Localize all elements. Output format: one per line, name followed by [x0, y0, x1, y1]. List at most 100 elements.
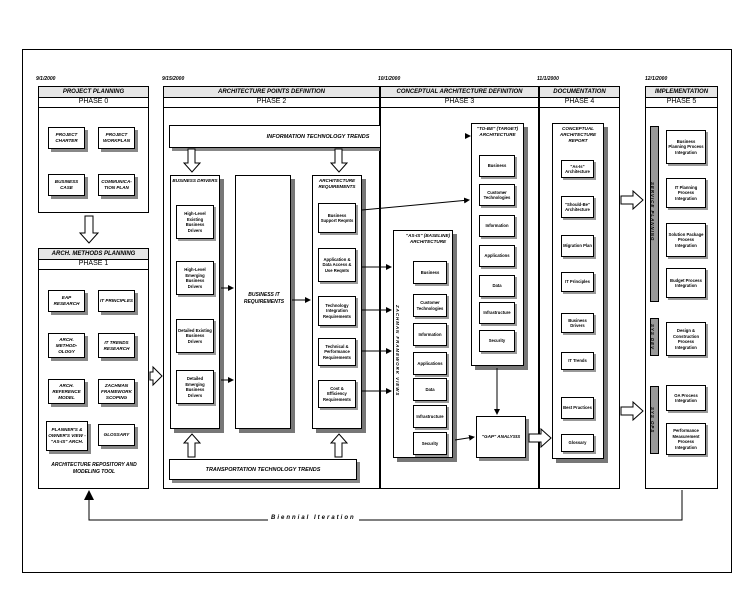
right-arrow [620, 189, 644, 211]
glossary-box: GLOSSARY [98, 424, 135, 446]
up-arrow [182, 433, 202, 458]
zachman-framework-box: ZACHMAN FRAMEWORK SCOPING [98, 379, 135, 404]
driver-box: High-Level Emerging Business Drivers [176, 261, 214, 295]
phase0-title: PHASE 0 [39, 97, 148, 108]
communication-plan-box: COMMUNICA-TION PLAN [98, 174, 135, 196]
sys-dev-label: SYS DEV [650, 323, 655, 351]
integration-item: Performance Measurement Process Integrat… [666, 423, 706, 455]
phase0-column: PROJECT PLANNING PHASE 0 PROJECT CHARTER… [38, 86, 149, 213]
phase3-title: PHASE 3 [381, 97, 538, 108]
phase2-header: ARCHITECTURE POINTS DEFINITION [164, 87, 379, 98]
arch-reference-model-box: ARCH. REFERENCE MODEL [48, 379, 85, 404]
driver-box: Detailed Emerging Business Drivers [176, 370, 214, 404]
to-be-title: "TO-BE" (TARGET) ARCHITECTURE [476, 126, 519, 137]
business-it-requirements-panel: BUSINESS IT REQUIREMENTS [235, 175, 291, 429]
business-drivers-title: BUSINESS DRIVERS [172, 178, 218, 183]
report-item: Best Practices [561, 397, 594, 419]
it-trends-research-box: IT TRENDS RESEARCH [98, 333, 135, 358]
zachman-views-label: ZACHMAN FRAMEWORK VIEWS [395, 305, 400, 397]
iteration-loop [88, 490, 683, 521]
service-planning-label: SERVICE PLANNING [650, 182, 655, 242]
phase1-header: ARCH. METHODS PLANNING [39, 249, 148, 260]
as-is-item: Infrastructure [413, 405, 447, 428]
to-be-item: Information [479, 215, 515, 237]
integration-item: IT Planning Process Integration [666, 178, 706, 208]
repository-label: ARCHITECTURE REPOSITORY AND MODELING TOO… [51, 462, 137, 475]
to-be-item: Customer Technologies [479, 184, 515, 206]
report-item: "Should-Be" Architecture [561, 196, 594, 218]
project-workplan-box: PROJECT WORKPLAN [98, 127, 135, 149]
date-label: 9/1/2000 [36, 76, 56, 82]
planners-owners-view-box: PLANNER'S & OWNER'S VIEW - "AS-IS" ARCH. [46, 421, 88, 451]
report-item: IT Principles [561, 272, 594, 292]
as-is-item: Applications [413, 352, 447, 375]
sys-ops-bar [650, 386, 659, 454]
driver-box: High-Level Existing Business Drivers [176, 205, 214, 239]
sys-ops-label: SYS OPS [650, 406, 655, 434]
to-be-item: Infrastructure [479, 302, 515, 324]
arch-methodology-box: ARCH. METHOD-OLOGY [48, 333, 85, 358]
business-case-box: BUSINESS CASE [48, 174, 85, 196]
requirement-box: Application & Data Access & Use Reqmts [318, 248, 356, 282]
as-is-item: Security [413, 432, 447, 455]
it-principles-box: IT PRINCIPLES [98, 290, 135, 312]
date-label: 9/15/2000 [162, 76, 185, 82]
requirement-box: Cost & Efficiency Requirements [318, 380, 356, 408]
gap-analysis-box: "GAP" ANALYSIS [476, 416, 526, 458]
diagram-frame [22, 49, 732, 573]
requirement-box: Technology Integration Requirements [318, 296, 356, 326]
down-arrow [182, 148, 202, 173]
sys-dev-bar [650, 318, 659, 356]
to-be-item: Applications [479, 245, 515, 267]
service-planning-bar [650, 126, 659, 302]
as-is-item: Customer Technologies [413, 294, 447, 317]
right-arrow [620, 400, 644, 422]
as-is-item: Data [413, 378, 447, 401]
date-label: 11/1/2000 [537, 76, 559, 82]
phase1-column: ARCH. METHODS PLANNING PHASE 1 EAP RESEA… [38, 248, 149, 489]
project-charter-box: PROJECT CHARTER [48, 127, 85, 149]
integration-item: OA Process Integration [666, 385, 706, 411]
up-arrow [329, 433, 349, 458]
phase2-title: PHASE 2 [164, 97, 379, 108]
phase4-title: PHASE 4 [540, 97, 619, 108]
right-arrow [149, 365, 163, 387]
report-item: Migration Plan [561, 235, 594, 257]
arrow [454, 434, 475, 441]
down-arrow [329, 148, 349, 173]
phase5-title: PHASE 5 [646, 97, 717, 108]
report-title: CONCEPTUAL ARCHITECTURE REPORT [559, 126, 597, 143]
report-item: IT Trends [561, 352, 594, 370]
phase3-header: CONCEPTUAL ARCHITECTURE DEFINITION [381, 87, 538, 98]
report-item: Business Drivers [561, 313, 594, 333]
as-is-title: "AS-IS" (BASELINE) ARCHITECTURE [405, 233, 451, 244]
phase1-title: PHASE 1 [39, 259, 148, 270]
date-label: 12/1/2000 [645, 76, 668, 82]
integration-item: Solution Package Process Integration [666, 223, 706, 257]
to-be-item: Business [479, 155, 515, 177]
phase5-header: IMPLEMENTATION [646, 87, 717, 98]
phase4-header: DOCUMENTATION [540, 87, 619, 98]
biennial-iteration-label: Biennial Iteration [268, 515, 359, 521]
iteration-arrowhead [84, 490, 94, 500]
date-label: 10/1/2000 [378, 76, 401, 82]
as-is-item: Business [413, 261, 447, 284]
requirement-box: Technical & Performance Requirements [318, 338, 356, 366]
report-item: Glossary [561, 434, 594, 452]
arrow [361, 197, 470, 211]
integration-item: Design & Construction Process Integratio… [666, 322, 706, 356]
right-arrow [528, 427, 552, 449]
to-be-item: Data [479, 275, 515, 297]
integration-item: Budget Process Integration [666, 268, 706, 298]
report-item: "As-Is" Architecture [561, 160, 594, 178]
architecture-requirements-title: ARCHITECTURE REQUIREMENTS [318, 178, 356, 189]
down-arrow [78, 215, 100, 244]
as-is-item: Information [413, 323, 447, 346]
to-be-item: Security [479, 330, 515, 352]
transportation-trends-box: TRANSPORTATION TECHNOLOGY TRENDS [169, 459, 357, 480]
business-it-requirements-label: BUSINESS IT REQUIREMENTS [243, 292, 285, 305]
eap-research-box: EAP RESEARCH [48, 290, 85, 312]
phase0-header: PROJECT PLANNING [39, 87, 148, 98]
driver-box: Detailed Existing Business Drivers [176, 319, 214, 353]
